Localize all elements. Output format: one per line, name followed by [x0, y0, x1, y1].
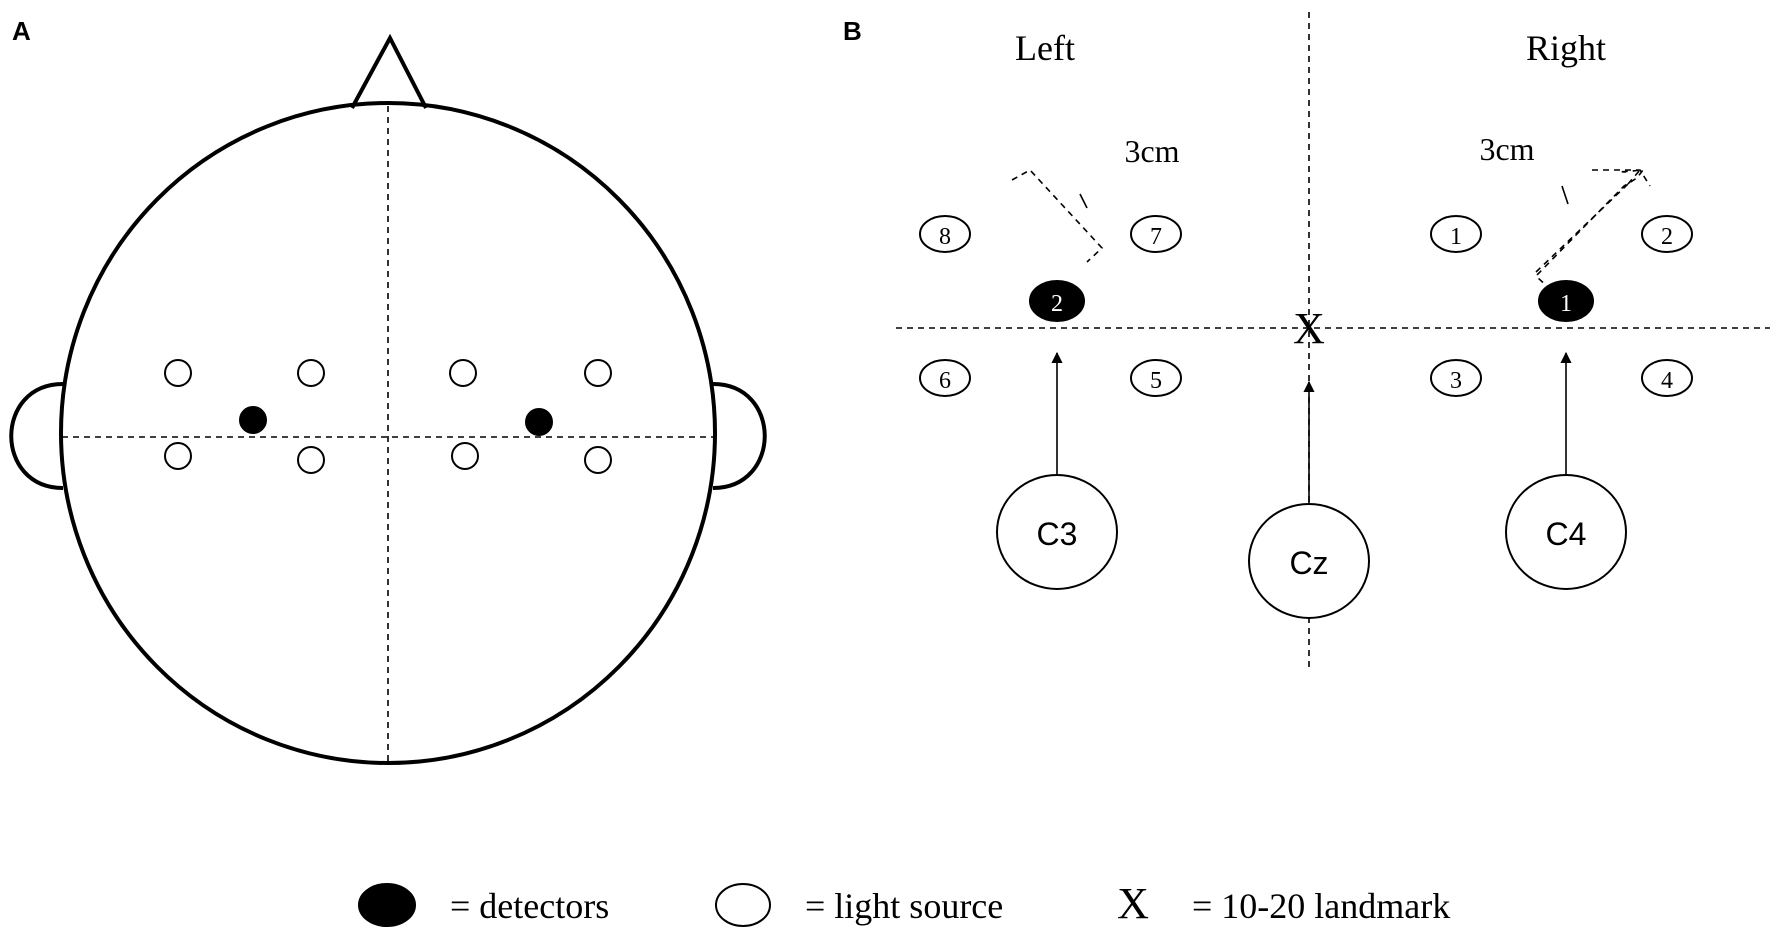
- legend-landmark-symbol: X: [1117, 879, 1149, 928]
- distance-bracket-right: [1534, 169, 1645, 291]
- svg-text:C4: C4: [1546, 516, 1587, 552]
- left-side-label: Left: [1015, 28, 1075, 68]
- source-1: 1: [1430, 215, 1482, 253]
- light-source-marker: [584, 446, 612, 474]
- legend-detector-symbol: [358, 883, 416, 927]
- svg-text:5: 5: [1150, 368, 1162, 394]
- svg-text:C3: C3: [1037, 516, 1078, 552]
- svg-text:1: 1: [1450, 224, 1462, 250]
- light-source-marker: [297, 359, 325, 387]
- svg-text:2: 2: [1051, 291, 1063, 317]
- source-7: 7: [1130, 215, 1182, 253]
- svg-text:4: 4: [1661, 368, 1673, 394]
- light-source-marker: [451, 442, 479, 470]
- nose-outline: [350, 33, 428, 109]
- right-side-label: Right: [1526, 28, 1606, 68]
- svg-text:7: 7: [1150, 224, 1162, 250]
- distance-bracket-right-tick: [1561, 185, 1569, 205]
- light-source-marker: [584, 359, 612, 387]
- svg-text:2: 2: [1661, 224, 1673, 250]
- source-5: 5: [1130, 359, 1182, 397]
- light-source-marker: [449, 359, 477, 387]
- svg-text:8: 8: [939, 224, 951, 250]
- right-ear: [712, 382, 767, 490]
- panel-b: B Left Right 3cm 3cm 8 7 6 5: [843, 12, 1770, 668]
- detector-1: 1: [1538, 280, 1594, 322]
- electrode-c3: C3: [996, 474, 1118, 590]
- distance-bracket-left: [1011, 168, 1104, 263]
- legend-detector-text: = detectors: [450, 886, 609, 926]
- source-4: 4: [1641, 359, 1693, 397]
- source-8: 8: [919, 215, 971, 253]
- light-source-marker: [164, 359, 192, 387]
- panel-a: A: [9, 16, 767, 765]
- distance-label-right: 3cm: [1479, 131, 1534, 167]
- legend: = detectors = light source X = 10-20 lan…: [358, 879, 1450, 928]
- head-outline: [59, 101, 717, 765]
- source-6: 6: [919, 359, 971, 397]
- left-ear: [9, 382, 64, 490]
- svg-text:3: 3: [1450, 368, 1462, 394]
- distance-label-left: 3cm: [1124, 133, 1179, 169]
- legend-source-text: = light source: [805, 886, 1003, 926]
- light-source-marker: [164, 442, 192, 470]
- svg-text:6: 6: [939, 368, 951, 394]
- detector-2: 2: [1029, 280, 1085, 322]
- panel-b-label: B: [843, 16, 862, 46]
- electrode-cz: Cz: [1248, 503, 1370, 619]
- electrode-c4: C4: [1505, 474, 1627, 590]
- light-source-marker: [297, 446, 325, 474]
- legend-source-symbol: [715, 883, 771, 927]
- distance-bracket-right-top: [1535, 169, 1651, 273]
- legend-landmark-text: = 10-20 landmark: [1192, 886, 1450, 926]
- panel-a-label: A: [12, 16, 31, 46]
- source-3: 3: [1430, 359, 1482, 397]
- detector-marker: [525, 408, 553, 436]
- distance-bracket-left-tick: [1079, 193, 1088, 209]
- detector-marker: [239, 406, 267, 434]
- landmark-x: X: [1293, 304, 1325, 353]
- svg-text:1: 1: [1560, 291, 1572, 317]
- source-2: 2: [1641, 215, 1693, 253]
- svg-text:Cz: Cz: [1289, 545, 1328, 581]
